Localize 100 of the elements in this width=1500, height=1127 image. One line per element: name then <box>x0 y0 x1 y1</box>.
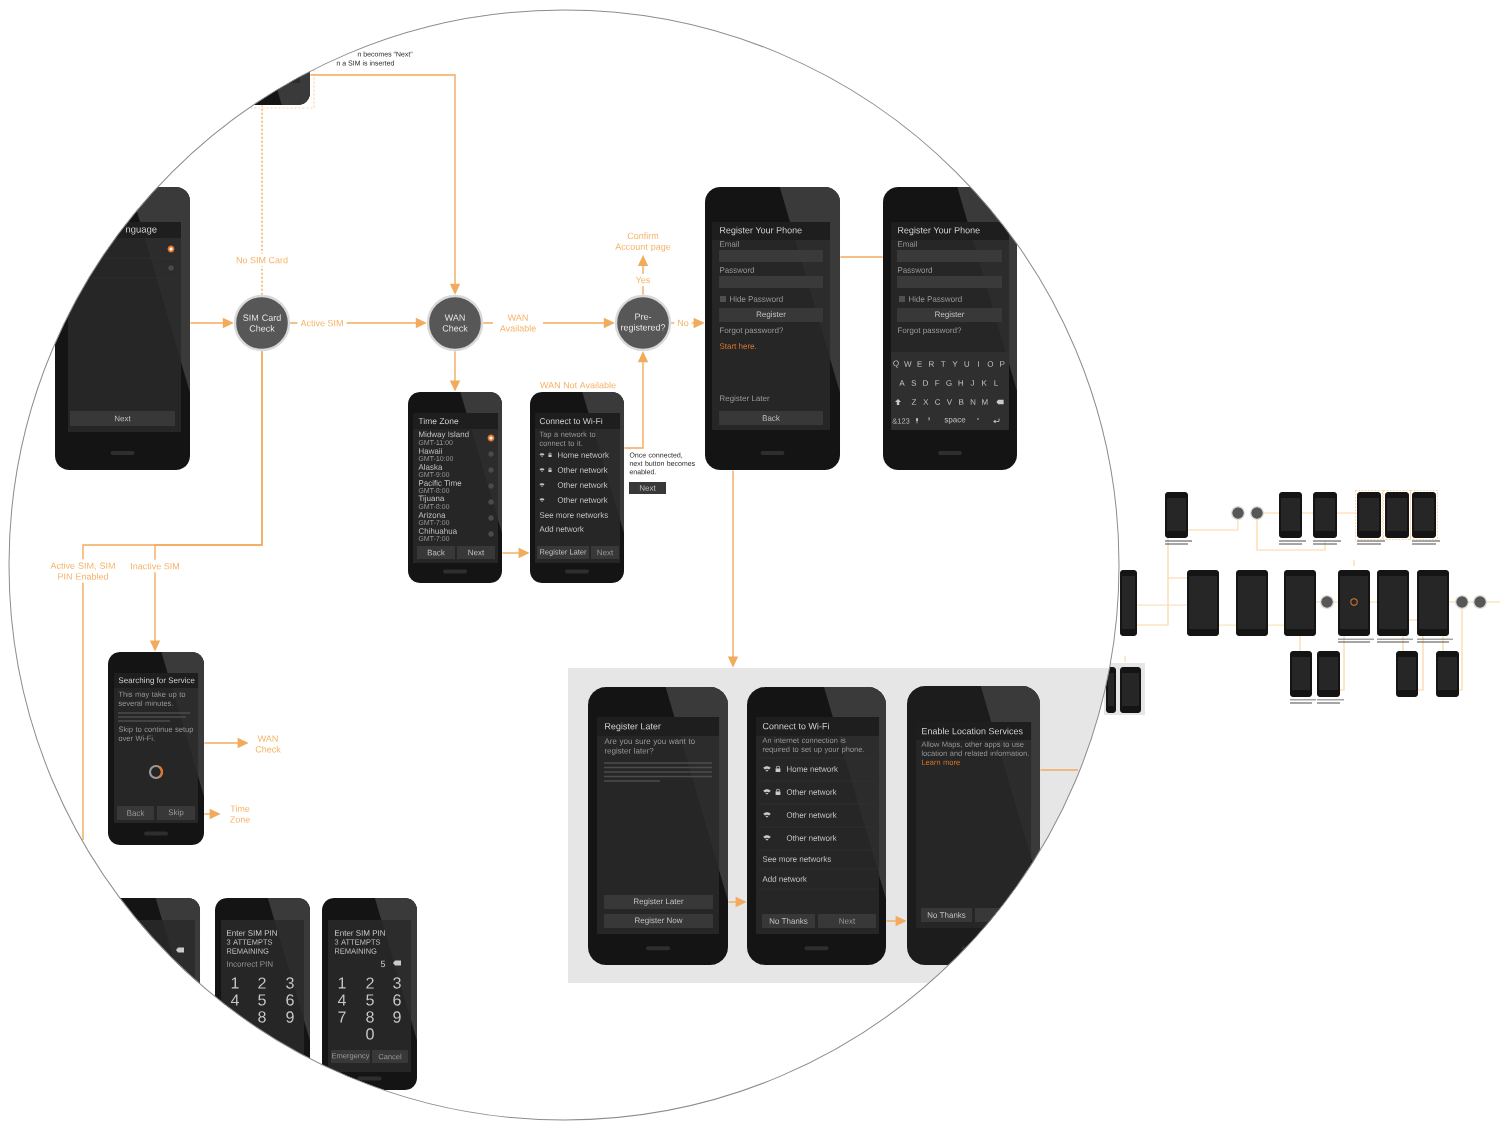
list-item: Hawaii <box>419 448 442 454</box>
list-item: Other network <box>557 482 608 488</box>
keyboard-key: S <box>911 380 917 386</box>
keyboard-key: Y <box>952 361 958 367</box>
edge-label: WAN Available <box>493 311 543 335</box>
keyboard-key: T <box>940 361 946 367</box>
dotted-line <box>261 104 263 296</box>
screen-text: Incorrect PIN <box>227 961 273 967</box>
list-item: Chihuahua <box>418 528 458 534</box>
keyboard-key: R <box>929 361 934 367</box>
screen-title: Enable Location Services <box>922 727 1023 735</box>
screen-title: nguage <box>126 227 157 235</box>
keyboard-key: C <box>935 399 941 405</box>
edge-label: No SIM Card <box>233 253 291 267</box>
keyboard-key: D <box>923 380 928 386</box>
list-item: Other network <box>557 497 608 503</box>
button: No Thanks <box>921 908 972 922</box>
keyboard-key: I <box>978 361 979 367</box>
list-item: Tijuana <box>418 495 445 503</box>
keypad-digit: 5 <box>380 960 386 968</box>
keyboard-key: J <box>970 380 974 386</box>
keyboard-key: . <box>977 418 979 420</box>
keyboard-key: Q <box>893 360 899 368</box>
keyboard-key: P <box>1000 361 1005 367</box>
list-item: Other network <box>557 467 608 473</box>
list-item: Other network <box>786 789 837 795</box>
screen-title: Time Zone <box>418 417 459 425</box>
keyboard-key: F <box>935 380 940 386</box>
keyboard-key: B <box>959 399 964 405</box>
screen-title: Register Your Phone <box>898 226 980 236</box>
screen-title: Connect to Wi-Fi <box>762 722 829 730</box>
keyboard-key: O <box>987 361 994 367</box>
list-item: Midway Island <box>419 431 469 439</box>
screen-title: Register Your Phone <box>720 226 802 236</box>
keyboard-key: G <box>946 380 952 386</box>
keyboard-key: W <box>904 361 912 367</box>
edge-label: Inactive SIM <box>127 559 183 573</box>
field-label: Password <box>898 267 932 273</box>
edge-label: Active SIM <box>297 316 347 330</box>
keyboard-key: V <box>946 399 953 405</box>
connector-line <box>1039 769 1079 771</box>
list-item: Other network <box>786 835 837 841</box>
screen-title: Connect to Wi-Fi <box>539 417 603 425</box>
list-item: See more networks <box>762 856 831 862</box>
keyboard-key: X <box>923 399 929 405</box>
edge-label: No <box>674 316 692 330</box>
step-label: WAN Check <box>255 735 281 753</box>
screen-text: Are you sure you want to register later? <box>604 738 695 756</box>
list-item: Home network <box>787 766 838 772</box>
list-item: Add network <box>539 526 584 532</box>
link-text: Forgot password? <box>898 327 962 335</box>
step-label: Time Zone <box>230 805 250 823</box>
keypad-digit: 0 <box>366 1028 374 1040</box>
keypad-digit: 2 <box>366 977 374 989</box>
keyboard-key: space <box>944 418 966 424</box>
list-item: Pacific Time <box>419 480 462 486</box>
keyboard-key: E <box>917 361 922 367</box>
keyboard-key: M <box>982 399 988 405</box>
field-label: Email <box>898 241 917 247</box>
keypad-digit: 9 <box>286 1011 294 1023</box>
keyboard-key: N <box>970 399 976 405</box>
keyboard-key: K <box>982 380 987 386</box>
keypad-digit: 6 <box>393 994 401 1006</box>
link-text: Forgot password? <box>720 327 784 335</box>
list-item: Home network <box>558 452 609 458</box>
button: Next <box>457 546 495 559</box>
keyboard-key: , <box>928 417 930 421</box>
condition-label: WAN Not Available <box>540 381 616 389</box>
list-item: Arizona <box>418 512 446 518</box>
button: Back <box>417 546 455 559</box>
screen-title: Enter SIM PIN <box>335 930 385 936</box>
keyboard-key: H <box>958 380 964 386</box>
keypad-digit: 8 <box>258 1011 266 1023</box>
edge-label: Yes <box>632 273 654 287</box>
connector-line <box>82 350 263 841</box>
button: Next <box>591 546 619 559</box>
list-item: Add network <box>762 876 807 882</box>
list-item: Alaska <box>418 464 443 470</box>
keypad-digit: 4 <box>337 994 346 1006</box>
keypad-digit: 7 <box>338 1011 346 1023</box>
link-text: Start here. <box>719 343 757 349</box>
button: Skip <box>157 806 195 820</box>
keypad-digit: 9 <box>393 1011 401 1023</box>
keyboard-key: U <box>964 361 970 367</box>
keypad-digit: 5 <box>258 994 266 1006</box>
connector-line <box>839 256 884 258</box>
checkbox-label: Hide Password <box>909 296 962 302</box>
list-item: See more networks <box>539 512 608 518</box>
checkbox-label: Hide Password <box>730 296 783 302</box>
field-label: Password <box>720 267 754 273</box>
keypad-digit: 1 <box>231 977 239 989</box>
keypad-digit: 5 <box>366 994 374 1006</box>
keypad-digit: 1 <box>338 977 346 989</box>
button: Back <box>117 806 154 820</box>
keypad-digit: 3 <box>286 977 294 989</box>
button: No Thanks <box>762 914 815 928</box>
screen-title: Enter SIM PIN <box>227 930 277 936</box>
screen-title: Searching for Service <box>118 677 195 685</box>
keypad-digit: 8 <box>366 1011 374 1023</box>
keyboard-key: Z <box>911 399 917 405</box>
